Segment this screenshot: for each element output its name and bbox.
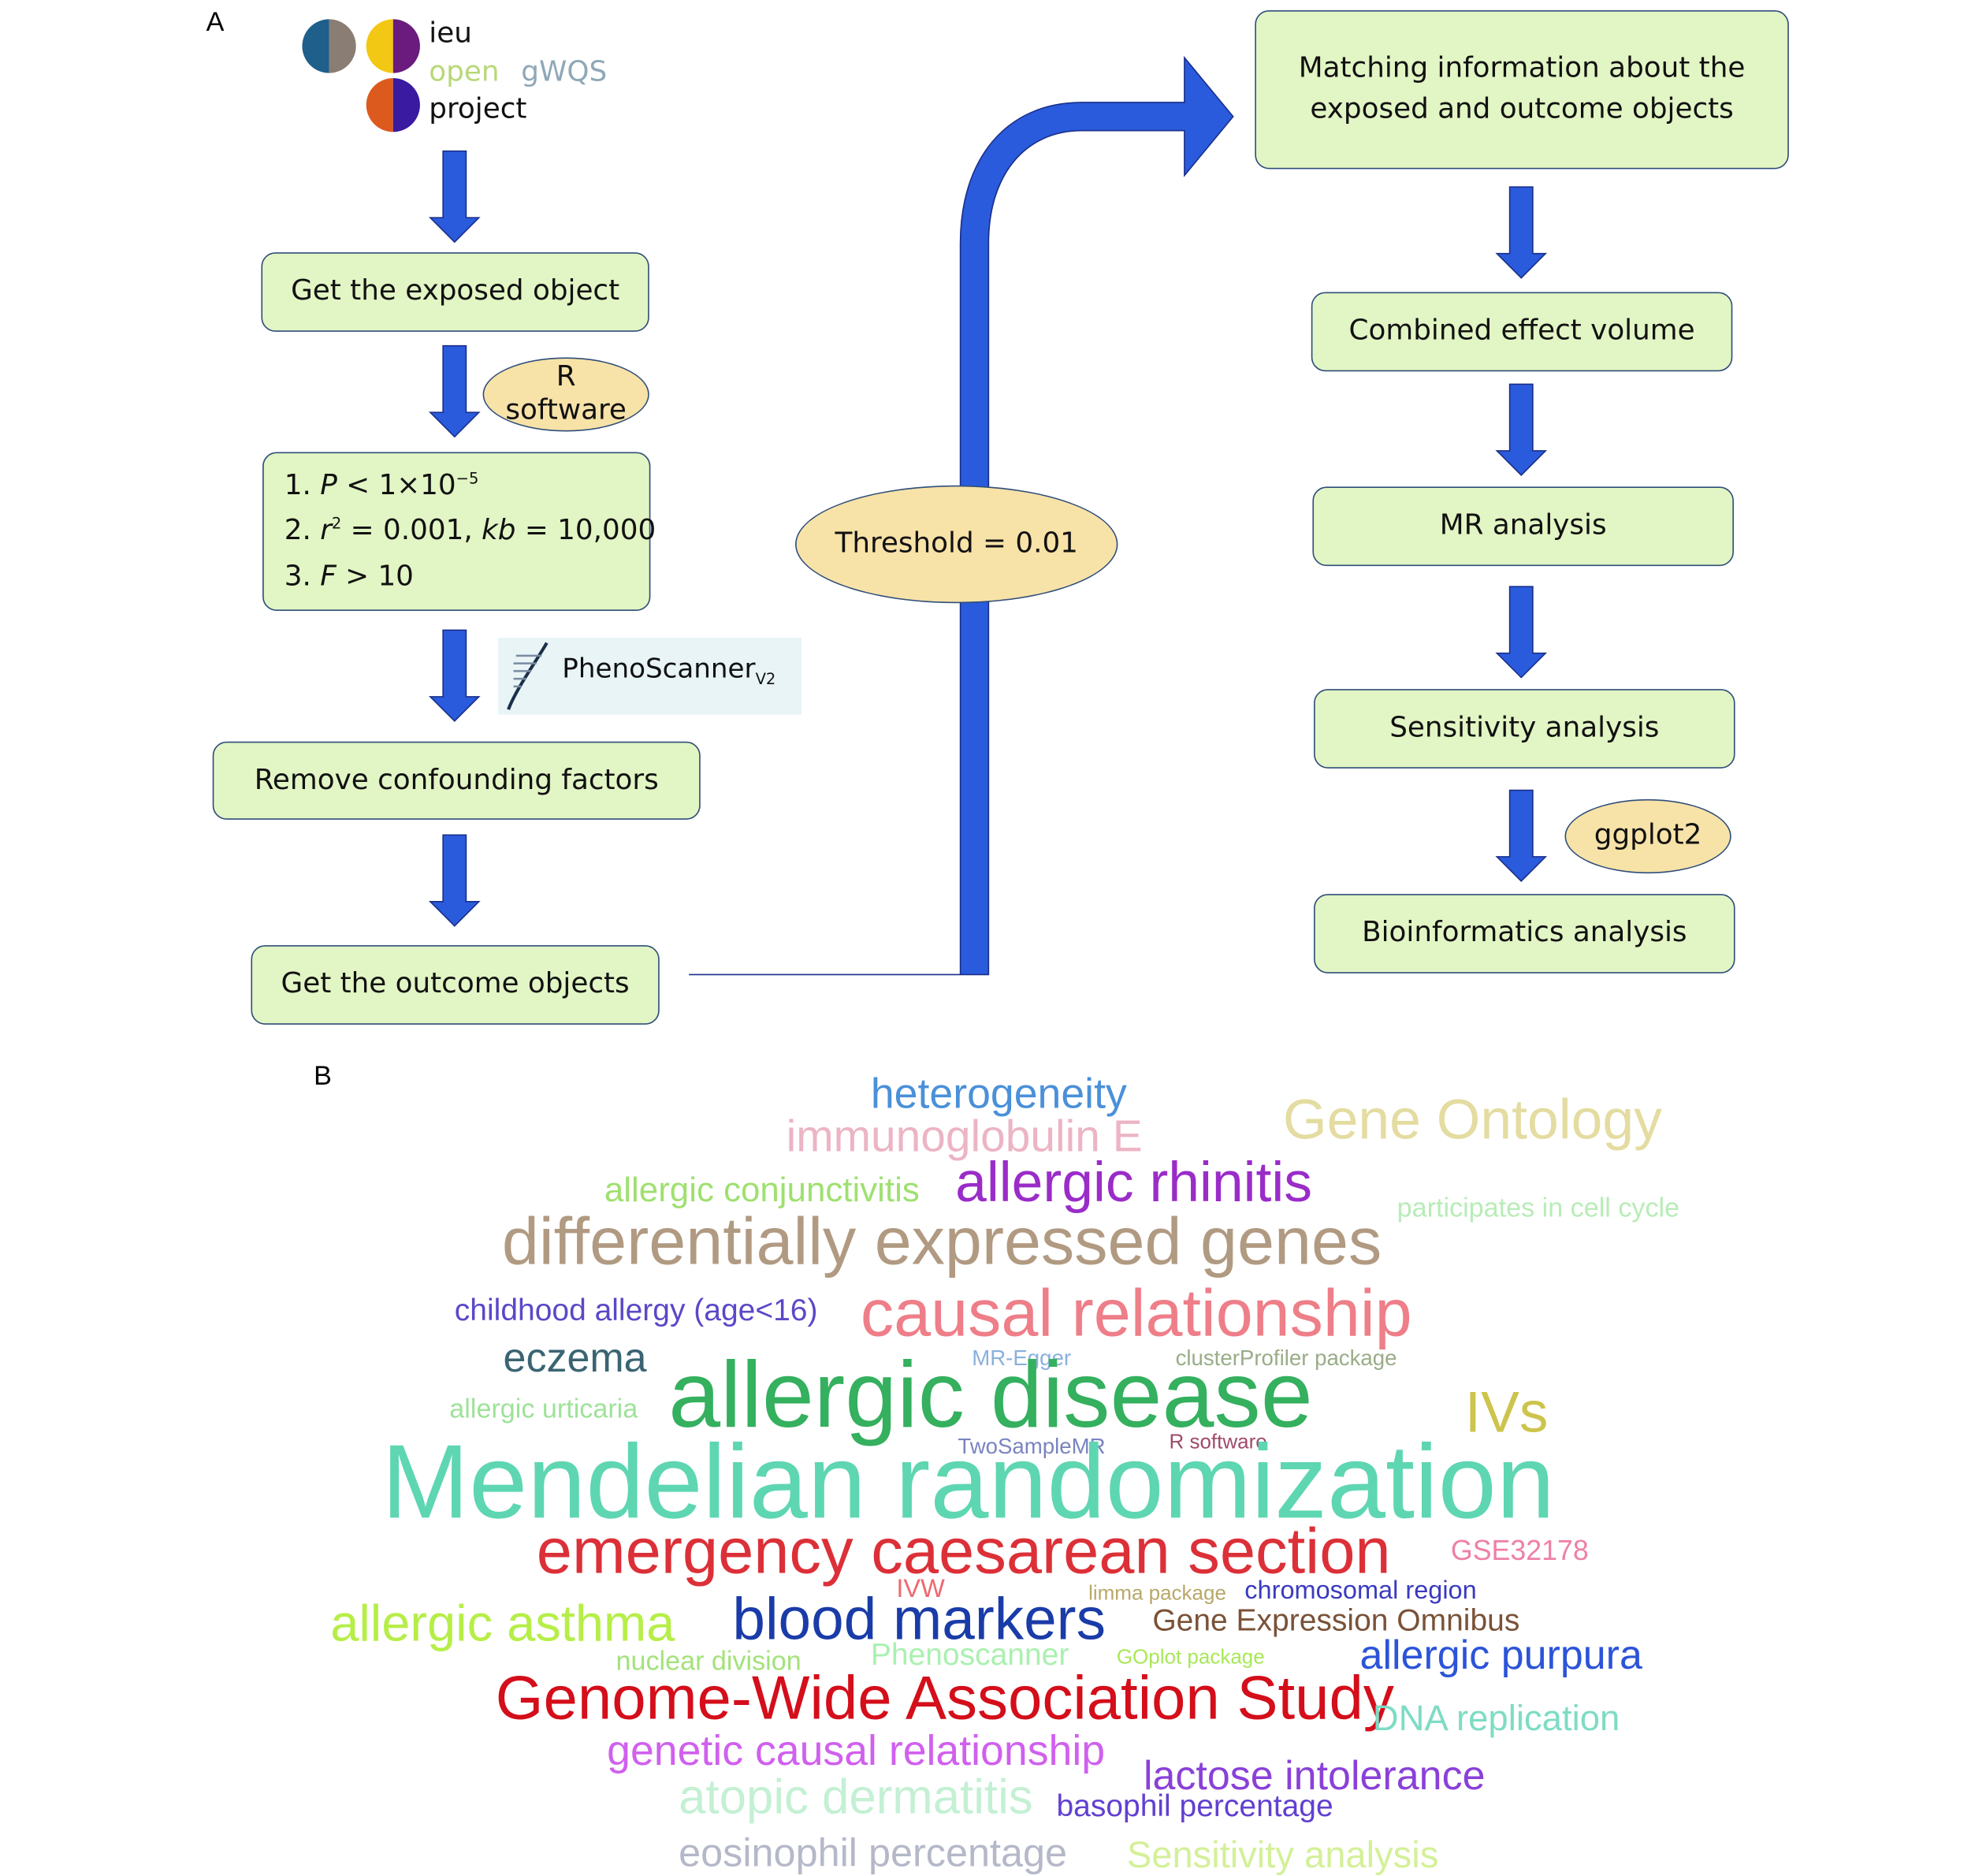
oval-threshold: Threshold = 0.01 bbox=[795, 485, 1118, 604]
box-selection-criteria: 1. P < 1×10−5 2. r2 = 0.001, kb = 10,000… bbox=[262, 452, 656, 612]
matching-line-1: Matching information about the bbox=[1298, 52, 1746, 85]
cloud-word: IVs bbox=[1464, 1379, 1549, 1445]
cloud-word: heterogeneity bbox=[870, 1069, 1127, 1117]
box-mr-analysis: MR analysis bbox=[1312, 486, 1734, 567]
cloud-word: differentially expressed genes bbox=[501, 1204, 1382, 1280]
cloud-word: MR-Egger bbox=[972, 1346, 1072, 1371]
criterion-p-value: 1. P < 1×10−5 bbox=[284, 470, 479, 503]
cloud-word: GOplot package bbox=[1116, 1647, 1265, 1669]
cloud-word: R software bbox=[1169, 1431, 1267, 1454]
cloud-word: clusterProfiler package bbox=[1175, 1346, 1397, 1371]
arrow-down-7 bbox=[1495, 586, 1548, 679]
cloud-word: blood markers bbox=[732, 1585, 1106, 1652]
panel-b-label: B bbox=[314, 1061, 332, 1092]
cloud-word: participates in cell cycle bbox=[1397, 1193, 1680, 1223]
box-bioinformatics-analysis: Bioinformatics analysis bbox=[1314, 894, 1735, 973]
phenoscanner-logo: PhenoScannerV2 bbox=[498, 638, 802, 715]
box-remove-confounding: Remove confounding factors bbox=[212, 741, 701, 820]
cloud-word: Gene Expression Omnibus bbox=[1152, 1603, 1520, 1639]
cloud-word: allergic rhinitis bbox=[955, 1151, 1313, 1215]
cloud-word: chromosomal region bbox=[1244, 1576, 1477, 1605]
cloud-word: Sensitivity analysis bbox=[1126, 1835, 1439, 1876]
cloud-word: allergic urticaria bbox=[449, 1394, 638, 1424]
cloud-word: atopic dermatitis bbox=[679, 1771, 1033, 1826]
logo-word-ieu: ieu bbox=[429, 17, 472, 50]
dna-helix-icon bbox=[507, 642, 549, 710]
cloud-word: causal relationship bbox=[860, 1276, 1412, 1352]
arrow-down-4 bbox=[428, 834, 481, 927]
cloud-word: lactose intolerance bbox=[1143, 1751, 1486, 1799]
arrow-down-5 bbox=[1495, 186, 1548, 279]
cloud-word: DNA replication bbox=[1372, 1698, 1620, 1738]
cloud-word: eosinophil percentage bbox=[679, 1829, 1068, 1875]
logo-word-project: project bbox=[429, 93, 527, 126]
oval-r-software-line1: R bbox=[556, 360, 576, 393]
arrow-down-8 bbox=[1495, 789, 1548, 883]
cloud-word: allergic asthma bbox=[330, 1595, 675, 1652]
cloud-word: Mendelian randomization bbox=[381, 1424, 1555, 1541]
box-get-exposed-object: Get the exposed object bbox=[261, 252, 649, 332]
cloud-word: allergic conjunctivitis bbox=[604, 1171, 920, 1209]
logo-word-gwqs: gWQS bbox=[521, 56, 608, 89]
oval-r-software-line2: software bbox=[505, 394, 627, 427]
cloud-word: nuclear division bbox=[616, 1647, 801, 1677]
arrow-down-2 bbox=[428, 344, 481, 438]
arrow-down-3 bbox=[428, 629, 481, 722]
criterion-f-stat: 3. F > 10 bbox=[284, 560, 414, 593]
box-matching-information: Matching information about the exposed a… bbox=[1255, 9, 1789, 169]
cloud-word: allergic purpura bbox=[1359, 1631, 1642, 1678]
cloud-word: childhood allergy (age<16) bbox=[454, 1293, 818, 1328]
cloud-word: emergency caesarean section bbox=[536, 1515, 1391, 1588]
cloud-word: Gene Ontology bbox=[1283, 1089, 1662, 1152]
cloud-word: limma package bbox=[1088, 1583, 1226, 1605]
logo-word-open: open bbox=[429, 56, 500, 89]
arrow-down-6 bbox=[1495, 383, 1548, 476]
oval-ggplot2: ggplot2 bbox=[1564, 798, 1731, 874]
cloud-word: Genome-Wide Association Study bbox=[495, 1665, 1394, 1733]
oval-r-software: R software bbox=[482, 357, 649, 432]
phenoscanner-label: PhenoScannerV2 bbox=[562, 653, 776, 688]
arrow-down-1 bbox=[428, 150, 481, 244]
cloud-word: GSE32178 bbox=[1450, 1534, 1589, 1567]
cloud-word: IVW bbox=[896, 1575, 945, 1604]
matching-line-2: exposed and outcome objects bbox=[1310, 93, 1734, 126]
cloud-word: TwoSampleMR bbox=[958, 1434, 1106, 1459]
panel-a-label: A bbox=[206, 7, 225, 38]
box-sensitivity-analysis: Sensitivity analysis bbox=[1314, 689, 1735, 769]
box-combined-effect: Combined effect volume bbox=[1311, 292, 1733, 372]
criterion-r2-kb: 2. r2 = 0.001, kb = 10,000 bbox=[284, 515, 656, 548]
cloud-word: immunoglobulin E bbox=[786, 1111, 1143, 1162]
cloud-word: Phenoscanner bbox=[870, 1638, 1069, 1673]
cloud-word: allergic disease bbox=[668, 1343, 1313, 1448]
box-get-outcome-objects: Get the outcome objects bbox=[251, 945, 660, 1025]
cloud-word: basophil percentage bbox=[1056, 1789, 1333, 1824]
cloud-word: genetic causal relationship bbox=[607, 1726, 1106, 1774]
cloud-word: eczema bbox=[503, 1334, 647, 1381]
